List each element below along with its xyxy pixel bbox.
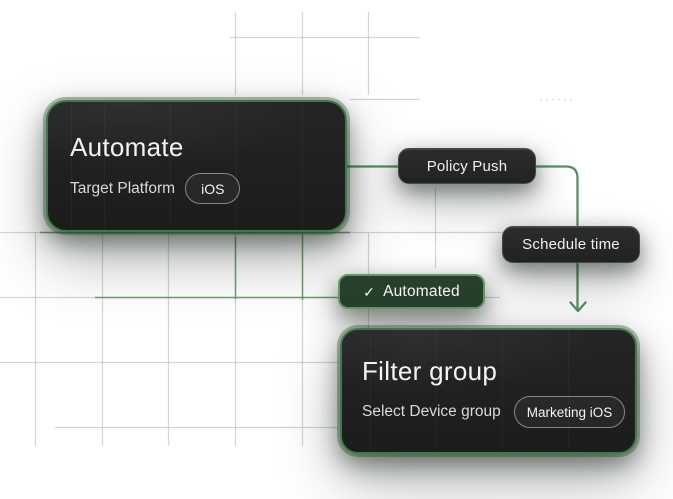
select-device-group-label: Select Device group	[362, 403, 501, 420]
schedule-time-node[interactable]: Schedule time	[502, 226, 640, 263]
arrowhead-icon	[569, 301, 587, 313]
filter-group-card[interactable]: Filter group Select Device group Marketi…	[340, 328, 637, 454]
filter-group-card-field-row: Select Device group Marketing iOS	[362, 396, 635, 428]
automated-badge[interactable]: ✓ Automated	[338, 274, 485, 309]
policy-push-label: Policy Push	[426, 157, 508, 175]
target-platform-label: Target Platform	[70, 179, 176, 197]
policy-push-node[interactable]: Policy Push	[398, 148, 536, 184]
ios-pill-label: iOS	[201, 180, 225, 197]
automated-badge-label: Automated	[383, 282, 460, 300]
schedule-time-label: Schedule time	[522, 236, 620, 253]
automate-card-field-row: Target Platform iOS	[70, 173, 345, 204]
automate-card[interactable]: Automate Target Platform iOS	[46, 100, 347, 232]
marketing-ios-pill-label: Marketing iOS	[526, 404, 613, 420]
filter-group-card-title: Filter group	[362, 356, 498, 386]
marketing-ios-pill[interactable]: Marketing iOS	[513, 396, 626, 428]
connector-policy-to-schedule	[532, 165, 579, 227]
ios-pill[interactable]: iOS	[185, 173, 241, 204]
automate-card-title: Automate	[70, 132, 184, 162]
check-icon: ✓	[363, 283, 376, 300]
